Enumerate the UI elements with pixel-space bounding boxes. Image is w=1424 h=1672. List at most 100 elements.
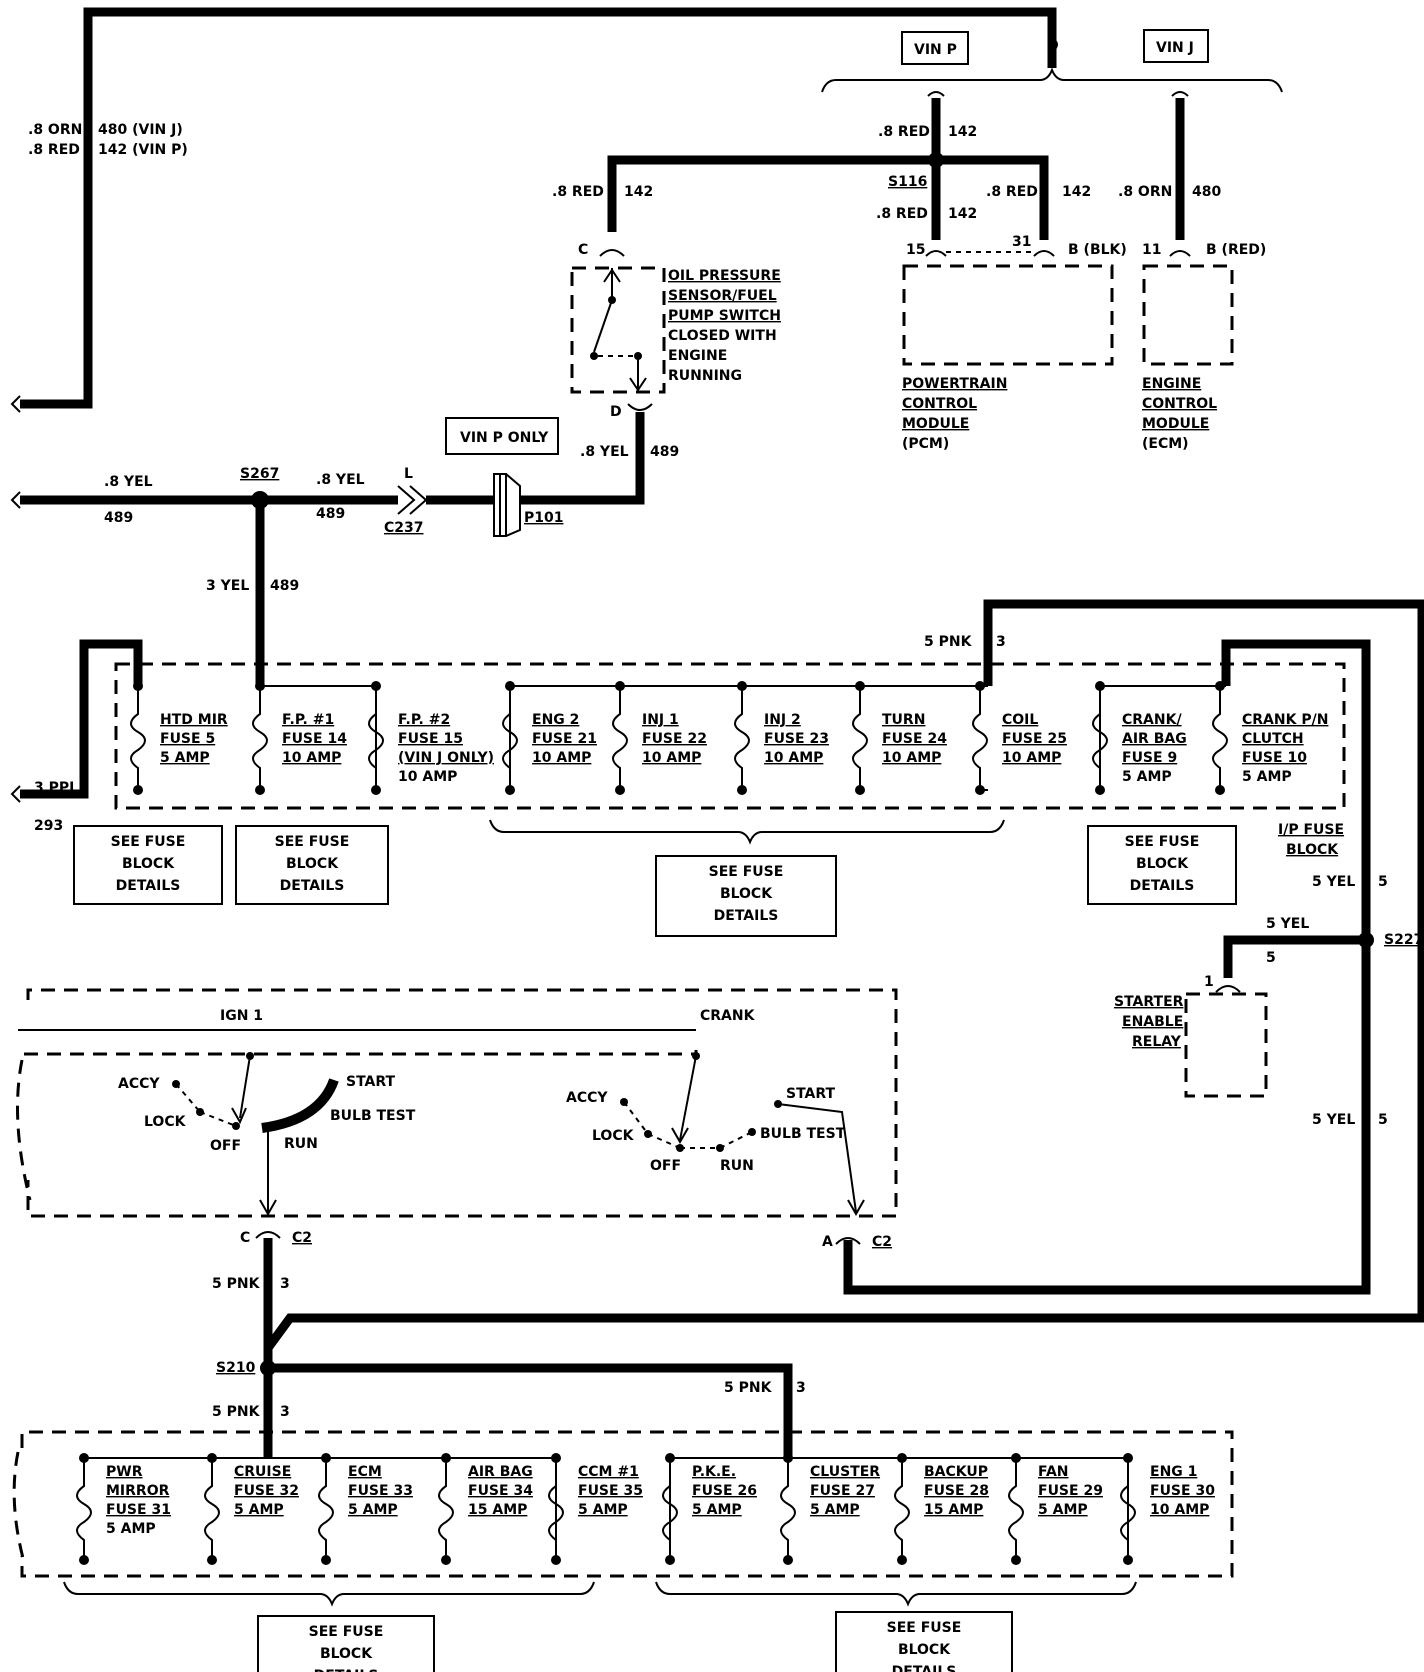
svg-text:S116: S116 <box>888 174 927 190</box>
lower-fuse-2 <box>204 1453 220 1565</box>
svg-text:RUN: RUN <box>284 1136 318 1152</box>
lower-fuse-9-label-line-1: FAN <box>1038 1464 1069 1480</box>
upper-fuse-5-label-line-1: INJ 1 <box>642 712 679 728</box>
lower-fuse-1-label-line-2: MIRROR <box>106 1483 170 1499</box>
lower-fuse-1-label-line-3: FUSE 31 <box>106 1502 171 1518</box>
upper-fuse-7-label-line-2: FUSE 24 <box>882 731 947 747</box>
svg-text:D: D <box>610 404 622 420</box>
svg-text:142: 142 <box>948 206 977 222</box>
svg-text:3: 3 <box>280 1276 290 1292</box>
svg-text:LOCK: LOCK <box>144 1114 187 1130</box>
svg-text:ENGINE: ENGINE <box>1142 376 1201 392</box>
svg-text:(ECM): (ECM) <box>1142 436 1189 452</box>
svg-text:SEE FUSE: SEE FUSE <box>709 864 784 880</box>
vin-j-label: VIN J <box>1156 40 1194 56</box>
p101-connector <box>493 473 521 537</box>
svg-text:DETAILS: DETAILS <box>892 1664 957 1672</box>
svg-text:C2: C2 <box>292 1230 312 1246</box>
upper-fuse-8 <box>972 681 988 795</box>
svg-text:480: 480 <box>1192 184 1221 200</box>
upper-fuse-2 <box>252 681 268 795</box>
svg-text:3 YEL: 3 YEL <box>206 578 249 594</box>
svg-text:3: 3 <box>280 1404 290 1420</box>
upper-fuse-4-label-line-1: ENG 2 <box>532 712 579 728</box>
svg-text:L: L <box>404 466 413 482</box>
svg-text:142: 142 <box>948 124 977 140</box>
upper-fuse-3-label-line-2: FUSE 15 <box>398 731 463 747</box>
svg-text:SEE FUSE: SEE FUSE <box>1125 834 1200 850</box>
vin-p-label: VIN P <box>914 42 957 58</box>
lower-fuse-7-label-line-3: 5 AMP <box>810 1502 860 1518</box>
ecm-label: ENGINE CONTROL MODULE (ECM) <box>1142 376 1217 452</box>
upper-fuse-7 <box>852 681 868 795</box>
lower-fuse-5-label-line-1: CCM #1 <box>578 1464 639 1480</box>
lower-fuse-9 <box>1008 1453 1024 1565</box>
upper-fuse-6-label-line-2: FUSE 23 <box>764 731 829 747</box>
pcm-label: POWERTRAIN CONTROL MODULE (PCM) <box>902 376 1007 452</box>
upper-fuse-3-label-line-3: (VIN J ONLY) <box>398 750 494 766</box>
upper-fuse-2-label-line-2: FUSE 14 <box>282 731 347 747</box>
svg-text:POWERTRAIN: POWERTRAIN <box>902 376 1007 392</box>
upper-fuse-7-label-line-1: TURN <box>882 712 925 728</box>
svg-text:.8 RED: .8 RED <box>986 184 1038 200</box>
upper-fuse-8-label-line-2: FUSE 25 <box>1002 731 1067 747</box>
svg-text:C2: C2 <box>872 1234 892 1250</box>
svg-text:142: 142 <box>1062 184 1091 200</box>
svg-text:VIN P ONLY: VIN P ONLY <box>460 430 549 446</box>
svg-text:1: 1 <box>1204 974 1214 990</box>
svg-text:5: 5 <box>1266 950 1276 966</box>
svg-text:489: 489 <box>270 578 299 594</box>
svg-text:.8 RED: .8 RED <box>876 206 928 222</box>
lower-fuse-9-label-line-3: 5 AMP <box>1038 1502 1088 1518</box>
svg-text:5 PNK: 5 PNK <box>924 634 973 650</box>
svg-text:START: START <box>346 1074 396 1090</box>
svg-text:IGN 1: IGN 1 <box>220 1008 263 1024</box>
svg-text:DETAILS: DETAILS <box>116 878 181 894</box>
upper-fuse-3-label-line-1: F.P. #2 <box>398 712 450 728</box>
svg-text:BLOCK: BLOCK <box>320 1646 373 1662</box>
lower-fuse-4-label-line-1: AIR BAG <box>468 1464 533 1480</box>
svg-text:SEE FUSE: SEE FUSE <box>309 1624 384 1640</box>
upper-fuse-6-label-line-1: INJ 2 <box>764 712 801 728</box>
svg-text:BULB TEST: BULB TEST <box>330 1108 416 1124</box>
svg-text:489: 489 <box>316 506 345 522</box>
svg-text:MODULE: MODULE <box>1142 416 1209 432</box>
upper-fuse-9-label-line-1: CRANK/ <box>1122 712 1182 728</box>
svg-text:.8 RED: .8 RED <box>878 124 930 140</box>
lower-fuse-2-label-line-2: FUSE 32 <box>234 1483 299 1499</box>
upper-fuse-10-label-line-2: CLUTCH <box>1242 731 1304 747</box>
svg-text:5 PNK: 5 PNK <box>212 1276 261 1292</box>
svg-text:PUMP SWITCH: PUMP SWITCH <box>668 308 781 324</box>
svg-text:3 PPL: 3 PPL <box>34 780 78 796</box>
svg-text:BLOCK: BLOCK <box>1286 842 1339 858</box>
upper-fuse-9-label-line-3: FUSE 9 <box>1122 750 1177 766</box>
svg-text:STARTER: STARTER <box>1114 994 1184 1010</box>
svg-text:OIL PRESSURE: OIL PRESSURE <box>668 268 781 284</box>
upper-fuse-4-label-line-2: FUSE 21 <box>532 731 597 747</box>
svg-text:B (RED): B (RED) <box>1206 242 1266 258</box>
upper-fuse-block-outline <box>114 662 1346 810</box>
svg-text:31: 31 <box>1012 234 1031 250</box>
upper-fuse-1 <box>130 681 146 795</box>
vin-brace <box>821 67 1283 93</box>
upper-fuse-8-label-line-1: COIL <box>1002 712 1038 728</box>
svg-text:A: A <box>822 1234 833 1250</box>
vin-p-only-box <box>445 417 559 455</box>
lower-fuse-10-label-line-1: ENG 1 <box>1150 1464 1197 1480</box>
svg-text:.8 ORN: .8 ORN <box>28 122 82 138</box>
svg-text:293: 293 <box>34 818 63 834</box>
upper-fuse-1-label-line-2: FUSE 5 <box>160 731 215 747</box>
svg-text:C: C <box>240 1230 250 1246</box>
oil-pressure-switch-box <box>570 266 666 394</box>
svg-text:P101: P101 <box>524 510 563 526</box>
lower-fuse-1 <box>76 1453 92 1565</box>
ignition-switch: IGN 1 CRANK ACCY LOCK OFF RUN START BULB… <box>16 988 898 1250</box>
lower-fuse-10-label-line-3: 10 AMP <box>1150 1502 1209 1518</box>
lower-fuse-3-label-line-2: FUSE 33 <box>348 1483 413 1499</box>
